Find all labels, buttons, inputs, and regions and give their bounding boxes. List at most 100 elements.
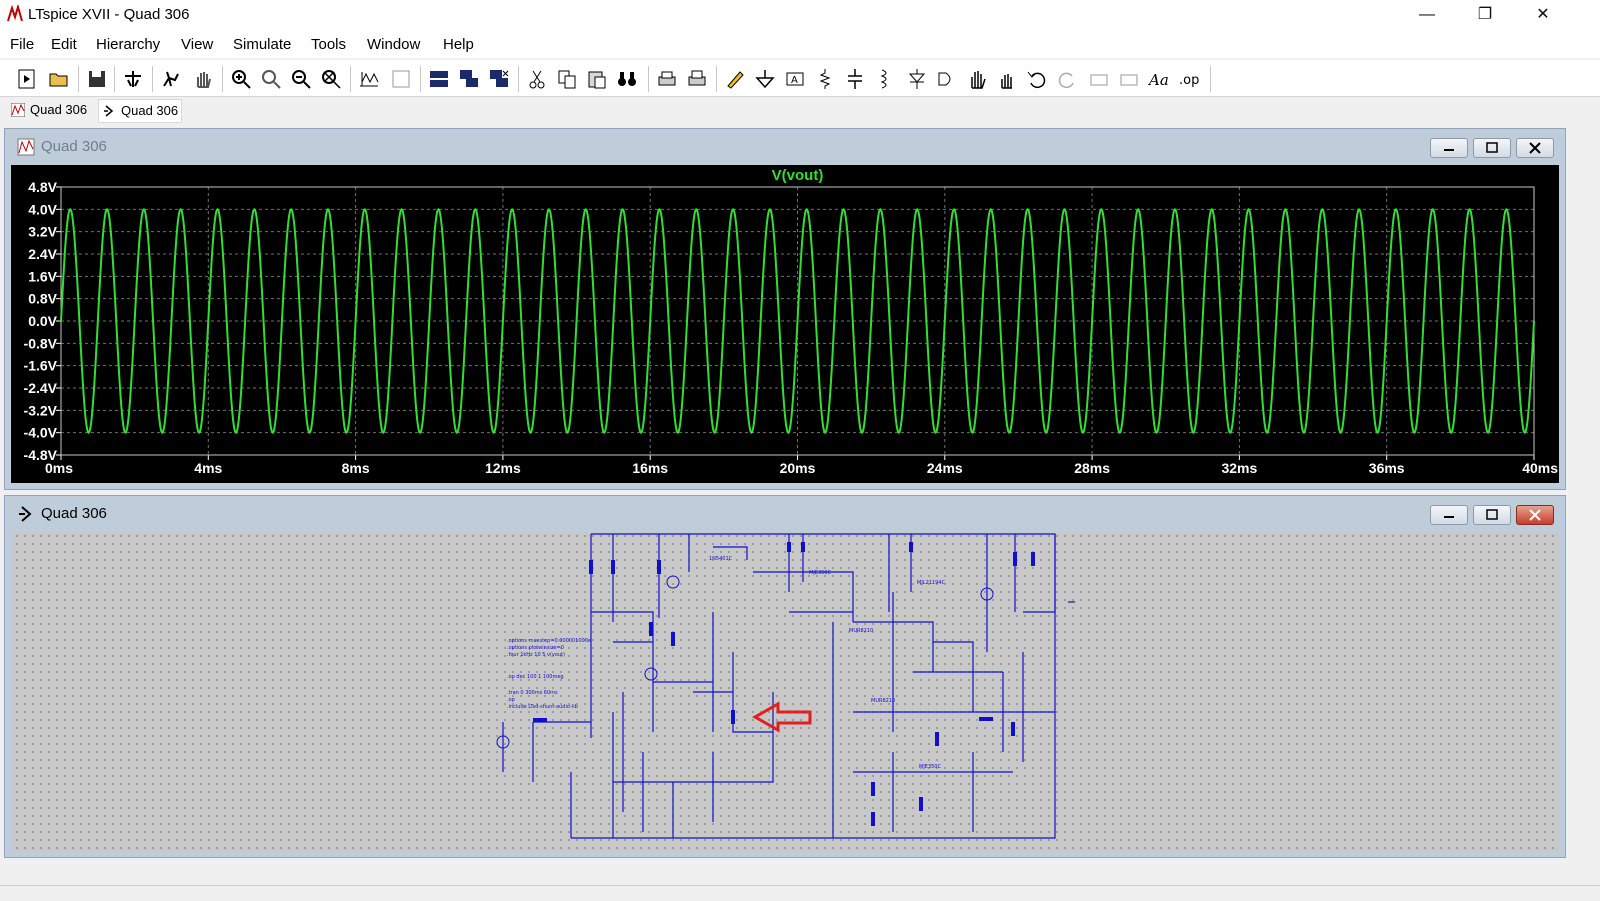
undo-icon[interactable] <box>1026 68 1048 90</box>
menu-edit[interactable]: Edit <box>51 36 77 53</box>
rotate-icon[interactable] <box>1088 68 1110 90</box>
minimize-child-button[interactable] <box>1430 505 1468 525</box>
control-panel-icon[interactable] <box>122 68 144 90</box>
svg-text:MJE350C: MJE350C <box>809 570 831 576</box>
cascade-windows-icon[interactable] <box>458 68 480 90</box>
waveform-chart[interactable]: V(vout)4.8V4.0V3.2V2.4V1.6V0.8V0.0V-0.8V… <box>11 165 1559 483</box>
document-tabs: Quad 306 Quad 306 <box>0 97 1600 123</box>
print-icon[interactable] <box>656 68 678 90</box>
find-binoculars-icon[interactable] <box>616 68 638 90</box>
red-arrow-annotation <box>751 701 812 733</box>
menu-help[interactable]: Help <box>443 36 474 53</box>
y-tick-label: -1.6V <box>24 358 58 374</box>
status-bar <box>0 885 1600 901</box>
close-child-button[interactable] <box>1516 505 1554 525</box>
zoom-in-icon[interactable] <box>230 68 252 90</box>
y-tick-label: 0.8V <box>28 291 57 307</box>
y-tick-label: 4.0V <box>28 201 57 217</box>
x-tick-label: 36ms <box>1369 460 1405 476</box>
tab-schematic[interactable]: Quad 306 <box>98 99 182 123</box>
close-all-icon[interactable] <box>488 68 510 90</box>
menu-file[interactable]: File <box>10 36 35 53</box>
component-icon[interactable] <box>936 68 958 90</box>
menu-hierarchy[interactable]: Hierarchy <box>96 36 161 53</box>
menu-simulate[interactable]: Simulate <box>233 36 292 53</box>
menu-view[interactable]: View <box>181 36 214 53</box>
schematic-icon <box>19 506 32 522</box>
y-tick-label: 3.2V <box>28 224 57 240</box>
pan-icon[interactable] <box>260 68 282 90</box>
menu-tools[interactable]: Tools <box>311 36 347 53</box>
svg-text:MJL21194C: MJL21194C <box>917 580 945 586</box>
menu-window[interactable]: Window <box>367 36 421 53</box>
schematic-canvas[interactable]: .options maxstep=0.000001000e .options p… <box>13 532 1559 852</box>
diode-icon[interactable] <box>906 68 928 90</box>
copy-icon[interactable] <box>556 68 578 90</box>
tile-plot-icon[interactable] <box>390 68 412 90</box>
x-tick-label: 24ms <box>927 460 963 476</box>
y-tick-label: 4.8V <box>28 179 57 195</box>
text-icon[interactable]: Aa <box>1148 68 1170 90</box>
close-window-button[interactable]: ✕ <box>1536 6 1550 23</box>
autorange-icon[interactable] <box>358 68 380 90</box>
spice-directive-icon[interactable]: .op <box>1178 68 1200 90</box>
svg-text:1N5401C: 1N5401C <box>709 556 733 562</box>
open-folder-icon[interactable] <box>48 68 70 90</box>
x-tick-label: 0ms <box>45 460 73 476</box>
schematic-window-titlebar[interactable]: Quad 306 <box>5 496 1565 530</box>
tile-horizontal-icon[interactable] <box>428 68 450 90</box>
x-tick-label: 12ms <box>485 460 521 476</box>
cut-scissors-icon[interactable] <box>526 68 548 90</box>
schematic-labels: .options maxstep=0.000001000e .options p… <box>507 556 945 770</box>
mirror-icon[interactable] <box>1118 68 1140 90</box>
menu-bar: File Edit Hierarchy View Simulate Tools … <box>0 30 1600 58</box>
maximize-child-button[interactable] <box>1473 138 1511 158</box>
redo-icon[interactable] <box>1056 68 1078 90</box>
zoom-out-icon[interactable] <box>290 68 312 90</box>
close-child-button[interactable] <box>1516 138 1554 158</box>
ground-icon[interactable] <box>754 68 776 90</box>
svg-text:MJE350C: MJE350C <box>919 764 941 770</box>
capacitor-icon[interactable] <box>844 68 866 90</box>
window-title: LTspice XVII - Quad 306 <box>28 6 190 23</box>
tab-label: Quad 306 <box>121 103 179 118</box>
waveform-window-title: Quad 306 <box>41 138 107 155</box>
run-simulation-icon[interactable] <box>160 68 182 90</box>
y-tick-label: -4.0V <box>24 425 58 441</box>
y-tick-label: -4.8V <box>24 447 58 463</box>
minimize-child-button[interactable] <box>1430 138 1468 158</box>
print-preview-icon[interactable] <box>686 68 708 90</box>
svg-text:.tran 0 300ms 60ms: .tran 0 300ms 60ms <box>507 690 558 696</box>
minimize-window-button[interactable]: — <box>1419 6 1435 23</box>
tab-waveform[interactable]: Quad 306 <box>8 99 94 121</box>
schematic-icon <box>104 105 114 117</box>
svg-text:MUR8210: MUR8210 <box>849 628 873 634</box>
inductor-icon[interactable] <box>874 68 896 90</box>
halt-hand-icon[interactable] <box>192 68 214 90</box>
svg-text:.options plotwinsize=0: .options plotwinsize=0 <box>507 645 564 651</box>
svg-text:.op: .op <box>1179 73 1199 88</box>
paste-icon[interactable] <box>586 68 608 90</box>
drag-hand-icon[interactable] <box>996 68 1018 90</box>
tab-label: Quad 306 <box>30 102 88 117</box>
maximize-icon <box>1486 509 1498 520</box>
save-icon[interactable] <box>86 68 108 90</box>
move-hand-icon[interactable] <box>966 68 988 90</box>
restore-window-button[interactable]: ❐ <box>1477 6 1493 23</box>
draw-wire-pencil-icon[interactable] <box>724 68 746 90</box>
label-net-icon[interactable]: A <box>784 68 806 90</box>
maximize-child-button[interactable] <box>1473 505 1511 525</box>
svg-text:MUR8210: MUR8210 <box>871 698 895 704</box>
resistor-icon[interactable] <box>814 68 836 90</box>
series-line-vout <box>60 208 1535 434</box>
schematic-sources <box>496 575 994 749</box>
new-schematic-icon[interactable] <box>16 68 38 90</box>
schematic-window: Quad 306 <box>4 495 1566 858</box>
x-tick-label: 8ms <box>342 460 370 476</box>
zoom-fit-icon[interactable] <box>320 68 342 90</box>
waveform-window-titlebar[interactable]: Quad 306 <box>5 129 1565 163</box>
x-tick-label: 16ms <box>632 460 668 476</box>
x-tick-label: 32ms <box>1221 460 1257 476</box>
